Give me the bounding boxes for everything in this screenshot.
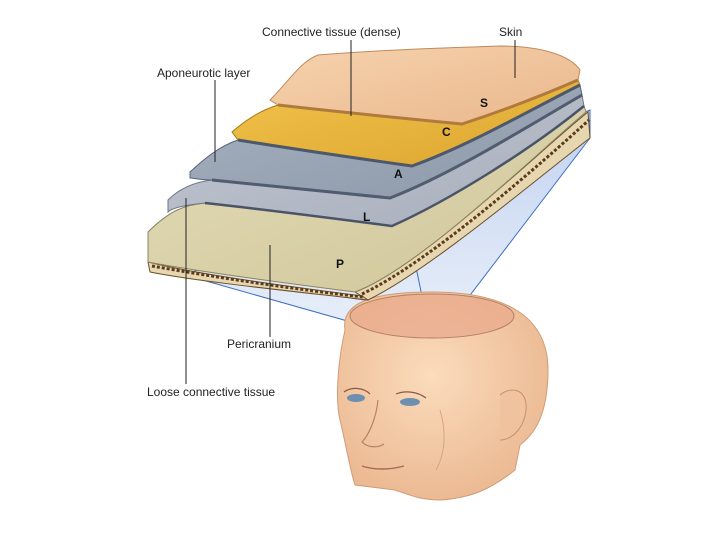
- label-aponeurotic: Aponeurotic layer: [157, 66, 250, 80]
- head-illustration: [338, 292, 548, 500]
- letter-s: S: [480, 96, 488, 110]
- letter-l: L: [363, 210, 370, 224]
- letter-c: C: [442, 125, 451, 139]
- label-connective-dense: Connective tissue (dense): [262, 25, 401, 39]
- label-skin: Skin: [499, 25, 522, 39]
- eye-left: [347, 394, 365, 402]
- label-pericranium: Pericranium: [227, 337, 291, 351]
- letter-a: A: [394, 167, 403, 181]
- scalp-layer-slab: [148, 46, 590, 300]
- label-loose-connective: Loose connective tissue: [147, 385, 275, 399]
- letter-p: P: [336, 257, 344, 271]
- eye-right: [400, 398, 420, 406]
